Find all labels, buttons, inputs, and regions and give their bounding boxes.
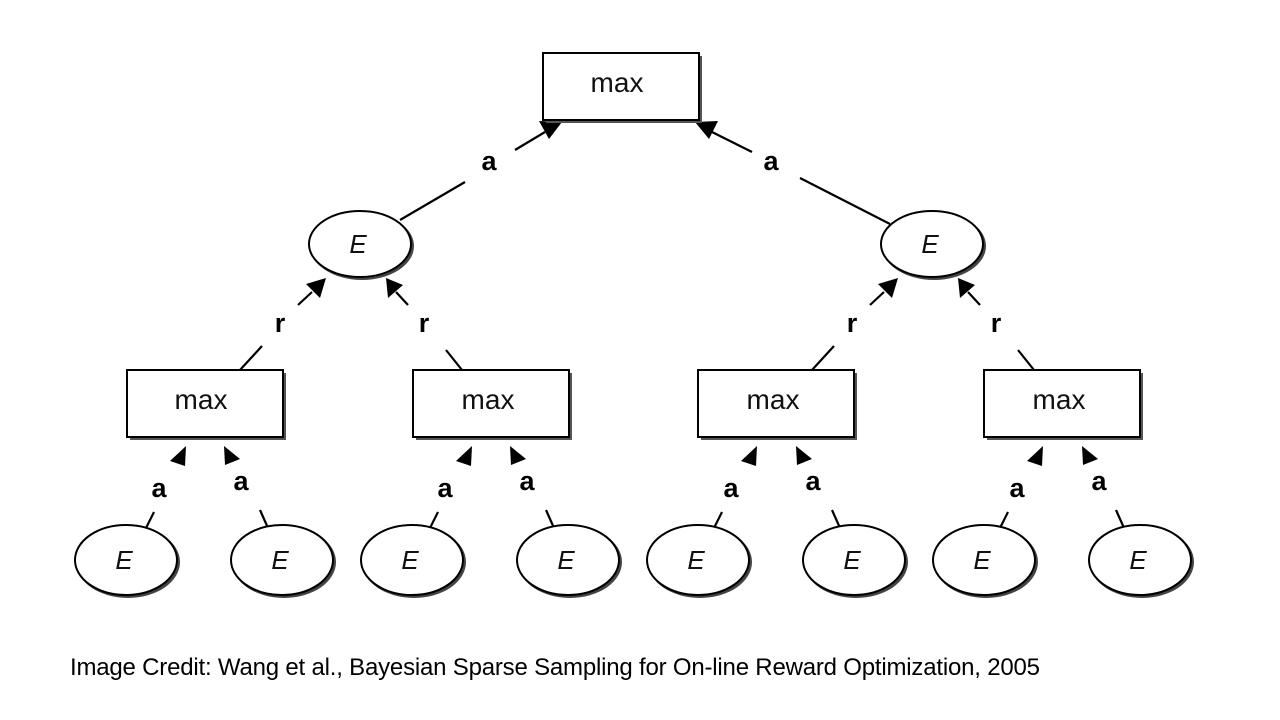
leaf-node-4-label: E — [557, 545, 575, 575]
edge-label-action-3: a — [437, 473, 453, 503]
max-node-2: max — [412, 369, 572, 440]
leaf-node-2: E — [230, 524, 336, 598]
leaf-node-5-label: E — [687, 545, 705, 575]
edge-action-7 — [999, 446, 1043, 529]
edge-action-2 — [224, 446, 270, 529]
leaf-node-4: E — [516, 524, 622, 598]
root-max-node: max — [542, 52, 702, 123]
edge-label-action-6: a — [805, 466, 821, 496]
image-credit: Image Credit: Wang et al., Bayesian Spar… — [70, 654, 1040, 681]
chance-node-left: E — [308, 210, 414, 280]
edge-label-action-5: a — [723, 473, 739, 503]
leaf-node-6-label: E — [843, 545, 861, 575]
edge-label-action-7: a — [1009, 473, 1025, 503]
max-node-4: max — [983, 369, 1143, 440]
edge-reward-2 — [386, 278, 463, 371]
leaf-node-3: E — [360, 524, 466, 598]
max-node-2-label: max — [462, 384, 515, 415]
edge-action-1 — [145, 446, 186, 529]
edge-action-3 — [429, 446, 472, 529]
edge-reward-4 — [958, 278, 1035, 371]
edge-reward-3 — [811, 278, 898, 371]
leaf-node-8: E — [1088, 524, 1194, 598]
chance-node-right-label: E — [921, 229, 939, 259]
max-node-3-label: max — [747, 384, 800, 415]
edge-action-6 — [796, 446, 842, 529]
edge-label-action-2: a — [233, 466, 249, 496]
chance-node-left-label: E — [349, 229, 367, 259]
leaf-node-5: E — [646, 524, 752, 598]
leaf-node-7-label: E — [973, 545, 991, 575]
edge-label-root-right: a — [763, 146, 779, 176]
edge-reward-1 — [239, 278, 326, 371]
max-node-1-label: max — [175, 384, 228, 415]
max-node-1: max — [126, 369, 286, 440]
chance-node-right: E — [880, 210, 986, 280]
edge-label-reward-2: r — [419, 308, 430, 338]
leaf-node-3-label: E — [401, 545, 419, 575]
leaf-node-8-label: E — [1129, 545, 1147, 575]
edge-root-right — [695, 121, 891, 225]
edge-label-action-8: a — [1091, 466, 1107, 496]
edge-action-8 — [1082, 446, 1126, 529]
edge-label-action-1: a — [151, 473, 167, 503]
edge-label-reward-4: r — [991, 308, 1002, 338]
max-node-3: max — [697, 369, 857, 440]
leaf-node-1-label: E — [115, 545, 133, 575]
root-max-label: max — [591, 67, 644, 98]
max-node-4-label: max — [1033, 384, 1086, 415]
leaf-node-2-label: E — [271, 545, 289, 575]
leaf-node-7: E — [932, 524, 1038, 598]
edge-action-5 — [713, 446, 757, 529]
search-tree-diagram: a a r r r r a a a a a a a a max E E max … — [74, 52, 1194, 598]
edge-root-left — [399, 121, 562, 221]
edge-label-reward-1: r — [275, 308, 286, 338]
edge-label-reward-3: r — [847, 308, 858, 338]
leaf-node-6: E — [802, 524, 908, 598]
edge-label-root-left: a — [481, 146, 497, 176]
leaf-node-1: E — [74, 524, 180, 598]
edge-label-action-4: a — [519, 466, 535, 496]
edge-action-4 — [510, 446, 556, 529]
